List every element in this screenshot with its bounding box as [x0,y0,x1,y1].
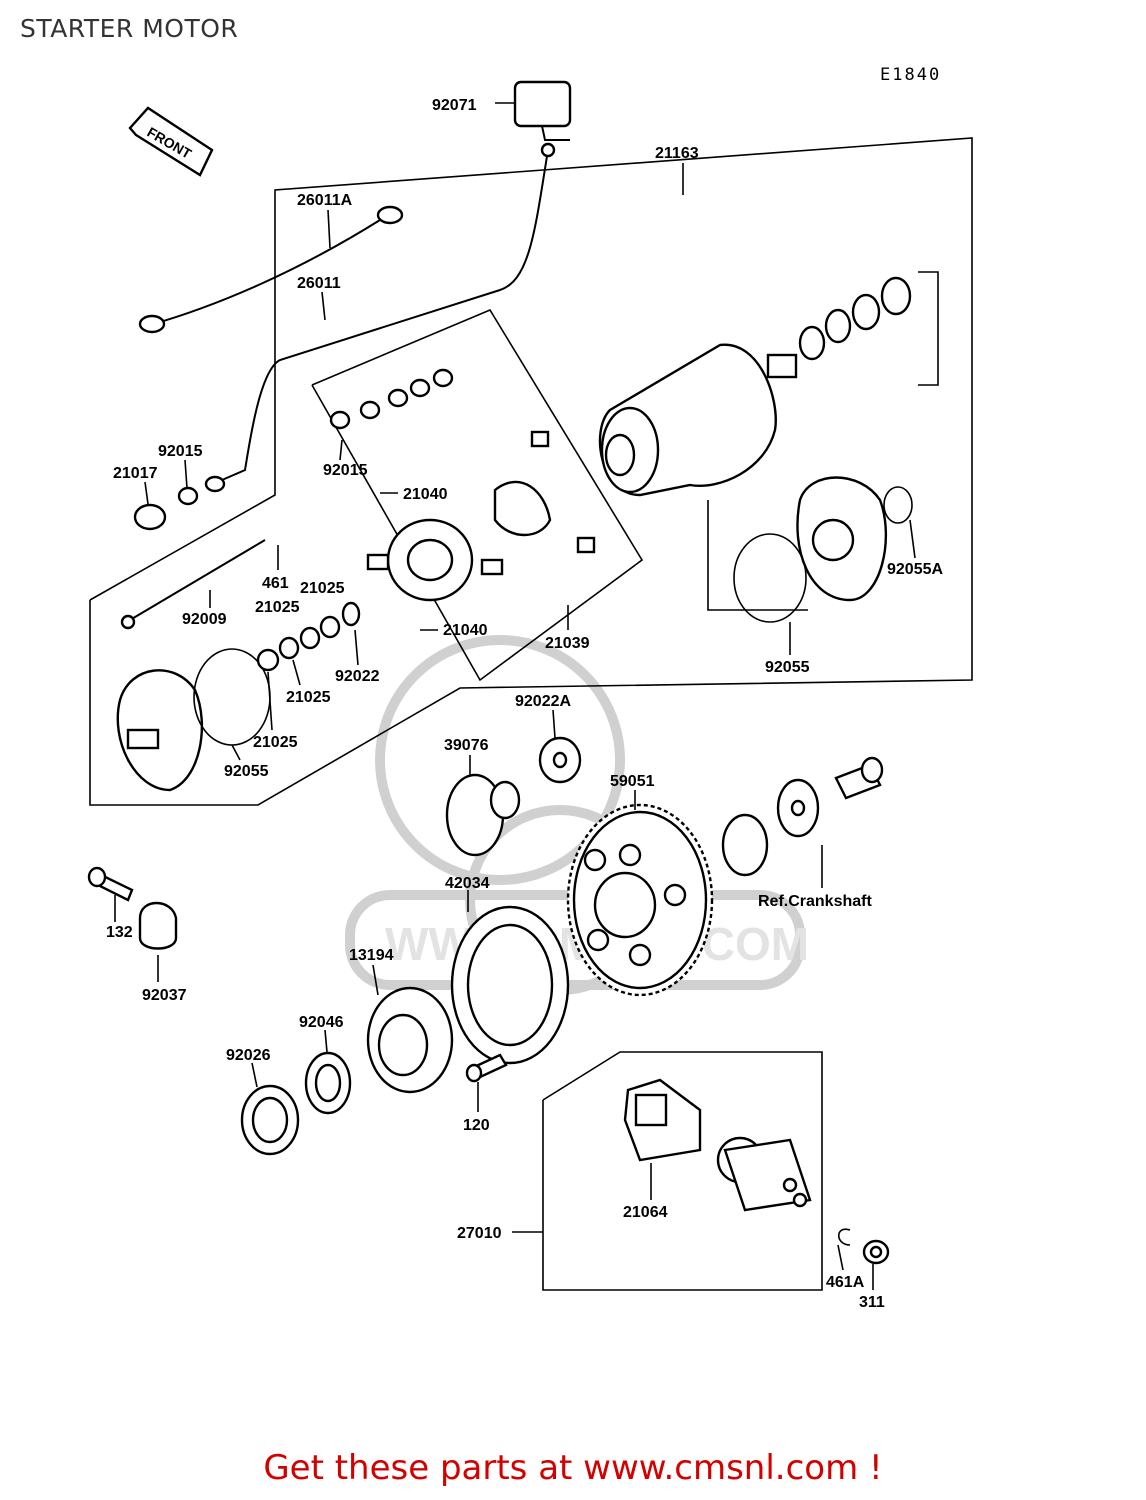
label-92022A: 92022A [515,693,571,710]
brush-holder-21039 [366,430,596,602]
label-92046: 92046 [299,1014,344,1031]
starter-gear-59051 [566,803,714,997]
label-21039: 21039 [545,635,590,652]
label-39076: 39076 [444,737,489,754]
label-21025-c: 21025 [286,689,331,706]
label-92015-b: 92015 [323,462,368,479]
label-26011A: 26011A [297,192,353,209]
bolt-92009 [120,539,266,630]
page-title: STARTER MOTOR [20,14,239,43]
label-461: 461 [262,575,289,592]
crankshaft-parts [721,756,884,877]
diagram-code: E1840 [880,65,941,85]
starter-motor-21163 [598,343,798,497]
lead-26011A [138,205,404,334]
exploded-parts-diagram: WWW.CMSNL.COM E1840 FRONT [87,65,973,1311]
label-461A: 461A [826,1274,865,1291]
label-26011: 26011 [297,275,341,292]
front-cover [116,601,361,792]
label-92055-b: 92055 [765,659,810,676]
needle-bearing-92046 [304,1051,352,1115]
leader-lines [114,102,916,1290]
bolt-132 [87,866,134,902]
label-21025-a: 21025 [300,580,345,597]
label-27010: 27010 [457,1225,502,1242]
label-311: 311 [859,1294,885,1311]
label-21025-b: 21025 [255,599,300,616]
label-13194: 13194 [349,947,394,964]
label-ref-crankshaft: Ref.Crankshaft [758,893,872,910]
washer-92022A [538,736,582,784]
bolt-120 [465,1053,508,1083]
washer-92026 [240,1084,300,1156]
end-washers [798,276,912,361]
bracket-92037 [138,901,178,950]
label-92055-a: 92055 [224,763,269,780]
clutch-hub-13194 [366,986,454,1094]
nut-21017 [133,475,226,531]
label-92015-a: 92015 [158,443,203,460]
label-92071: 92071 [432,97,477,114]
label-21163: 21163 [655,145,699,162]
label-21040-a: 21040 [403,486,448,503]
label-132: 132 [106,924,133,941]
rear-cover [733,476,913,623]
label-42034: 42034 [445,875,490,892]
label-59051: 59051 [610,773,655,790]
front-arrow-icon: FRONT [128,106,214,177]
idler-gear-39076 [445,773,521,857]
clip-461A [837,1228,851,1246]
label-92055A: 92055A [887,561,943,578]
label-92037: 92037 [142,987,187,1004]
label-92022: 92022 [335,668,380,685]
one-way-clutch-42034 [450,905,570,1065]
label-21025-d: 21025 [253,734,298,751]
label-92026: 92026 [226,1047,271,1064]
relay-21064 [623,1078,702,1162]
terminal-cap-92071 [221,80,572,481]
starter-relay-27010 [716,1136,812,1212]
label-21017: 21017 [113,465,158,482]
label-21040-b: 21040 [443,622,488,639]
label-21064: 21064 [623,1204,668,1221]
washer-row [329,368,454,430]
call-to-action-link[interactable]: Get these parts at www.cmsnl.com ! [263,1448,883,1488]
cap-311 [862,1239,890,1265]
label-92009: 92009 [182,611,227,628]
label-120: 120 [463,1117,490,1134]
